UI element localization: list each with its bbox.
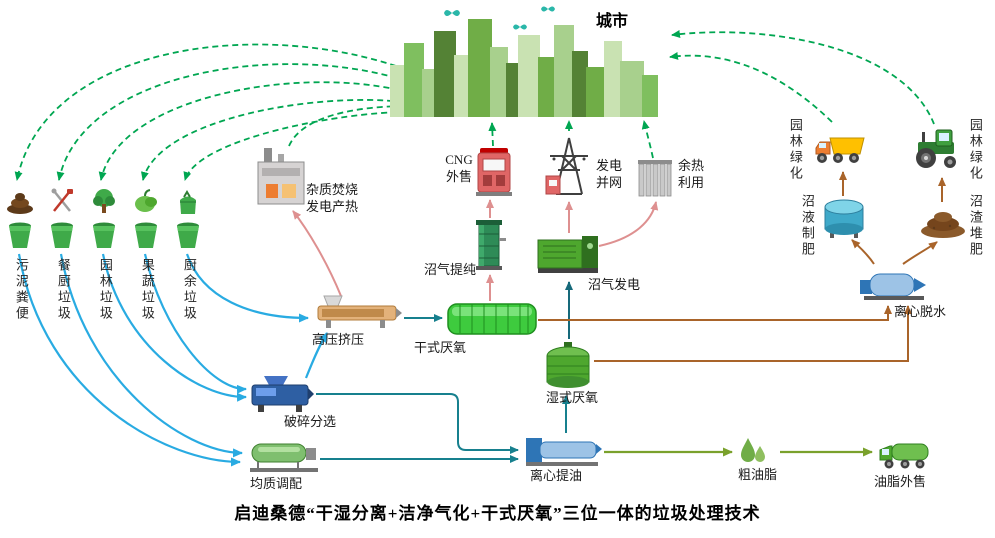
arrow-dewatering-to-compost [902,241,938,265]
residue-compost-label: 沼渣堆肥 [967,194,983,258]
oil-extraction-label: 离心提油 [530,468,583,483]
wet-anaerobic-label: 湿式厌氧 [546,390,599,405]
crushing-sorting-label: 破碎分选 [284,414,337,429]
sludge-icon [7,193,33,214]
arrow-city-to-kitchen [56,63,398,181]
arrow-dewatering-to-slurry [851,239,875,265]
residue-arrows [538,171,946,362]
arrow-crusher-to-press [304,332,328,379]
arrow-press-to-incineration [292,210,342,297]
arrow-crusher-to-oil [316,393,519,454]
waste-bin-icon [177,222,199,248]
input-label-kitchen: 餐厨垃圾 [55,258,71,322]
radiator-icon [638,160,672,197]
biogas-arrows [292,199,659,301]
biogas-power-label: 沼气发电 [588,277,641,292]
input-flow-arrows [17,253,328,467]
homogenization-label: 均质调配 [250,476,303,491]
arrow-city-to-sludge [14,43,397,181]
press-machine-icon [317,295,402,328]
arrow-generator-to-heat [598,201,659,247]
input-label-fruitveg: 果蔬垃圾 [139,258,155,322]
greening-right-label: 园林绿化 [967,118,983,182]
arrow-sludge-to-homogenizer [17,253,241,467]
waste-heat-label: 余热 利用 [677,158,704,190]
garden-waste-icon [93,189,115,213]
arrow-cng-to-city [488,122,497,147]
centrifugal-dewatering-label: 离心脱水 [894,304,947,319]
crude-grease-label: 粗油脂 [738,467,778,482]
purification-tower-icon [476,220,506,270]
grease-truck-icon [879,443,929,469]
city-label: 城市 [596,13,629,30]
butterfly-icon [444,6,555,30]
high-pressure-press-label: 高压挤压 [312,332,365,347]
arrow-tractor-to-city [671,30,935,125]
dewatering-centrifuge-icon [860,273,926,300]
arrow-garden-to-crusher [101,253,247,402]
food-waste-icon [180,190,196,214]
city-supply-arrows [14,30,935,181]
biogas-purification-label: 沼气提纯 [424,262,477,277]
grease-sale-label: 油脂外售 [874,474,927,489]
input-label-garden: 园林垃圾 [97,258,113,322]
waste-bin-icon [135,222,157,248]
slurry-fertilizer-label: 沼液制肥 [799,194,815,258]
grease-drops-icon [741,438,765,462]
fruit-veg-waste-icon [135,189,157,212]
waste-bin-icon [9,222,31,248]
arrow-kitchen-to-homogenizer [59,253,243,458]
process-flow-arrows [316,281,573,463]
diagram-caption: 启迪桑德“干湿分离+洁净气化+干式厌氧”三位一体的垃圾处理技术 [234,504,761,523]
arrow-foodwaste-to-press [185,253,309,323]
waste-bin-icon [51,222,73,248]
compost-pile-icon [921,212,965,238]
oil-extractor-machine-icon [526,438,602,466]
incinerator-icon [257,148,305,205]
incineration-label: 杂质焚烧 发电产热 [306,182,359,214]
dry-anaerobic-label: 干式厌氧 [414,340,467,355]
power-pylon-icon [545,137,588,195]
homogenizer-machine-icon [250,443,318,472]
cng-sale-label: CNG 外售 [445,152,473,184]
kitchen-waste-icon [51,188,73,212]
arrow-heat-to-city [641,120,654,159]
slurry-tank-icon [824,199,864,238]
city-illustration [390,6,658,117]
arrow-city-to-garden [98,81,400,181]
arrow-city-to-foodwaste [183,111,408,181]
crusher-machine-icon [251,376,314,412]
input-label-sludge: 污泥粪便 [13,258,29,322]
arrow-dry-to-dewatering [538,305,892,321]
dump-truck-icon [815,137,865,163]
greening-left-label: 园林绿化 [787,118,803,182]
cng-dispenser-icon [476,148,512,196]
arrow-wet-to-dewatering [594,305,912,362]
biogas-generator-icon [537,236,598,273]
grid-connection-label: 发电 并网 [595,158,622,190]
dry-digester-icon [447,303,537,335]
wet-digester-icon [546,342,590,388]
tractor-icon [916,129,956,168]
input-label-foodwaste: 厨余垃圾 [181,258,197,322]
arrow-fruitveg-to-crusher [143,253,247,394]
arrow-truck-to-city [669,51,833,123]
waste-bin-icon [93,222,115,248]
